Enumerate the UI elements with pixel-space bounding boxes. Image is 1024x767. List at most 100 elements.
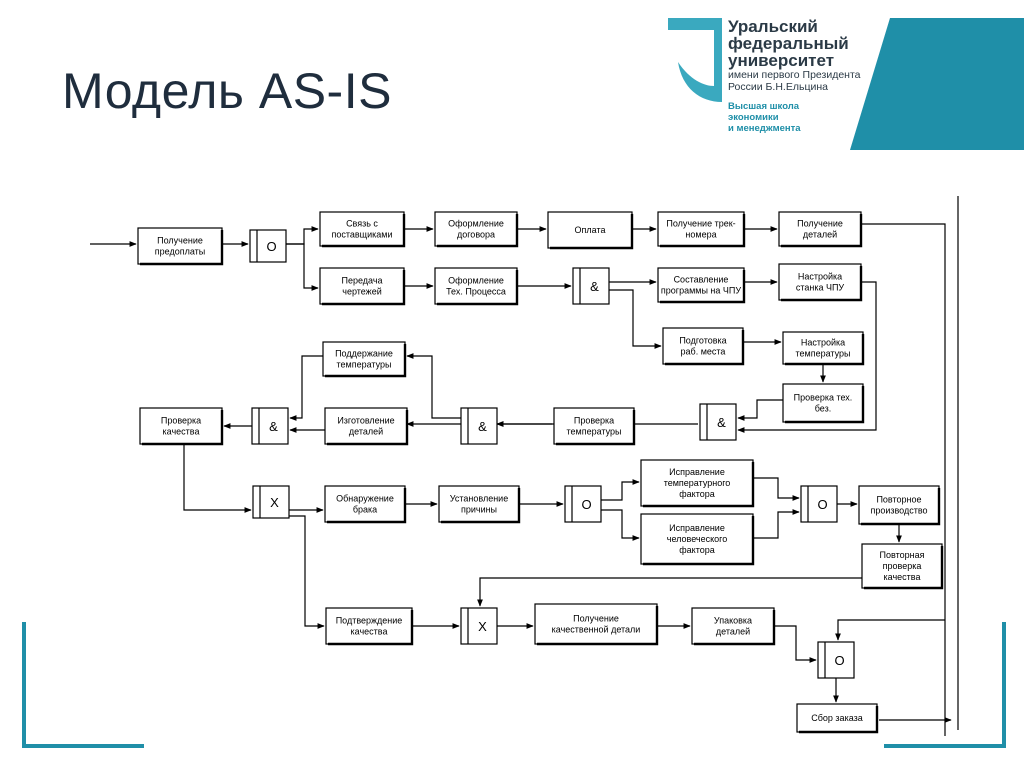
connector-arrow [737,399,783,421]
junction-box: O [564,485,602,523]
process-label: качества [351,627,388,637]
junction-frame [564,485,602,523]
junction-frame [460,607,498,645]
junction-frame [699,403,737,441]
corner-decoration-left [22,622,144,748]
process-label: Получение [573,614,619,624]
connector-arrow [861,223,946,736]
process-label: без. [815,404,832,414]
process-box-frame [534,603,658,645]
junction-symbol: X [270,495,279,510]
process-label: Изготовление [337,416,394,426]
process-label: причины [461,505,497,515]
process-box-shadow [327,488,407,524]
process-box-shadow [140,230,224,266]
process-box-shadow [437,270,519,306]
logo-school-1: Высшая школа [728,101,800,112]
process-label: деталей [716,627,750,637]
process-box-shadow [437,214,519,248]
logo-text: Уральский федеральный университет имени … [728,18,861,134]
junction-symbol: & [269,419,278,434]
connector-arrow [753,477,800,501]
process-label: Подтверждение [336,616,403,626]
process-box-shadow [322,214,406,248]
process-box: Сбор заказа [796,703,879,734]
process-label: Исправление [669,523,725,533]
logo-line-4: имени первого Президента [728,69,861,81]
process-box-frame [657,211,745,247]
process-label: температурного [664,478,731,488]
logo-line-3: университет [728,51,835,70]
process-label: Передача [341,276,382,286]
process-label: номера [685,230,716,240]
logo-line-5: России Б.Н.Ельцина [728,81,828,93]
process-label: фактора [679,545,715,555]
process-box-shadow [660,270,746,304]
process-label: раб. места [681,347,726,357]
junction-frame [572,267,610,305]
process-label: Оформление [448,219,504,229]
process-label: Исправление [669,467,725,477]
process-box-shadow [328,610,414,646]
process-box-frame [861,543,943,589]
process-box-shadow [781,266,863,302]
process-box: Получение трек-номера [657,211,746,248]
process-label: поставщиками [332,230,393,240]
process-box-shadow [322,270,406,306]
process-label: Подготовка [679,336,726,346]
process-box: Проверка тех.без. [782,383,865,424]
process-label: Настройка [801,338,845,348]
junction-frame [460,407,498,445]
process-box-shadow [556,410,636,446]
junction-box: & [699,403,737,441]
corner-decoration-right [884,622,1006,748]
process-label: Упаковка [714,616,752,626]
process-box-shadow [327,410,409,446]
process-box: Оплата [547,211,634,250]
logo-line-2: федеральный [728,34,849,53]
junction-symbol: O [266,239,276,254]
process-box-frame [662,327,744,365]
logo-teal-band [850,18,1024,150]
process-label: Проверка [574,416,614,426]
process-label: программы на ЧПУ [661,286,741,296]
process-label: температуры [795,349,850,359]
connector-arrow [406,353,461,419]
junction-symbol: & [717,415,726,430]
junction-box: O [249,229,287,263]
process-box-shadow [325,344,407,378]
junction-frame [249,229,287,263]
connector-arrow [753,509,800,539]
process-label: чертежей [342,287,381,297]
process-box-shadow [785,334,865,366]
process-label: станка ЧПУ [796,283,845,293]
junction-box: & [251,407,289,445]
process-box-shadow [537,606,659,646]
process-label: Оформление [448,276,504,286]
process-label: деталей [803,230,837,240]
process-label: Установление [450,494,508,504]
process-label: Составление [674,275,729,285]
junction-symbol: & [478,419,487,434]
process-box-frame [858,485,940,525]
process-label: производство [870,506,927,516]
junction-symbol: O [581,497,591,512]
process-box-frame [137,227,223,265]
junction-box: O [800,485,838,523]
process-label: качества [163,427,200,437]
